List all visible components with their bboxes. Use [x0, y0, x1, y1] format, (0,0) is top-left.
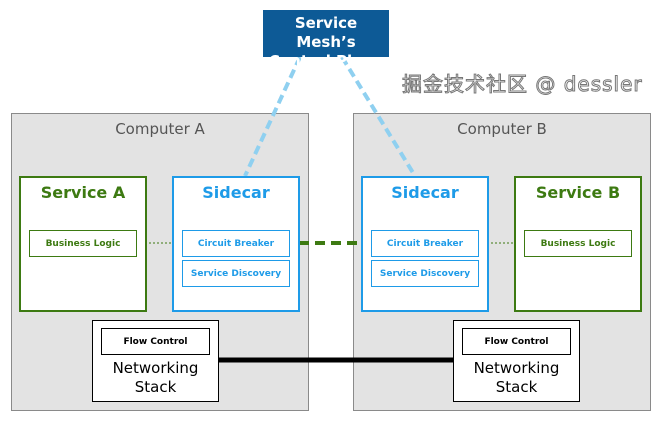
- networking-a-line1: Networking: [112, 359, 199, 377]
- flow-control-a: Flow Control: [101, 328, 210, 355]
- circuit-breaker-a: Circuit Breaker: [182, 230, 290, 257]
- service-discovery-a: Service Discovery: [182, 260, 290, 287]
- sidecar-b-title: Sidecar: [391, 183, 459, 202]
- control-link-a: [243, 56, 302, 177]
- computer-b-title: Computer B: [457, 120, 547, 138]
- networking-a-line2: Stack: [134, 378, 177, 396]
- networking-b-line2: Stack: [495, 378, 538, 396]
- business-logic-a: Business Logic: [29, 230, 137, 257]
- control-link-b: [340, 55, 417, 178]
- business-logic-b: Business Logic: [524, 230, 632, 257]
- flow-control-b: Flow Control: [462, 328, 571, 355]
- networking-b-line1: Networking: [473, 359, 560, 377]
- service-discovery-b: Service Discovery: [371, 260, 479, 287]
- control-plane-line2: Control Plane: [268, 52, 384, 70]
- control-plane: Service Mesh’s Control Plane: [263, 10, 389, 70]
- computer-a-title: Computer A: [115, 120, 205, 138]
- service-b-title: Service B: [535, 183, 621, 202]
- circuit-breaker-b: Circuit Breaker: [371, 230, 479, 257]
- watermark: 掘金技术社区 @ dessler: [402, 72, 643, 97]
- service-a-title: Service A: [40, 183, 126, 202]
- control-plane-line1: Service Mesh’s: [294, 14, 358, 51]
- sidecar-a-title: Sidecar: [202, 183, 270, 202]
